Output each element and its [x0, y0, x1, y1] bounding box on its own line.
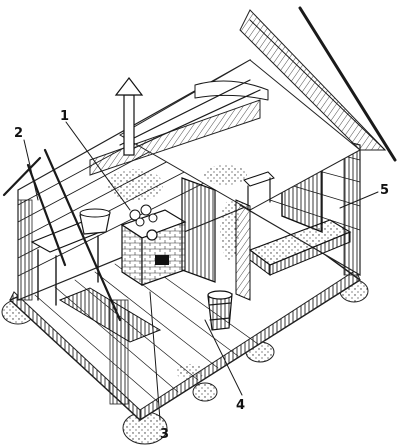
callout-5: 5: [380, 183, 389, 198]
foundation-stones: [1, 279, 369, 445]
wash-tub: [79, 208, 111, 235]
wooden-bucket: [207, 290, 233, 331]
callout-4: 4: [236, 398, 245, 413]
steam-cloud: [107, 165, 247, 201]
callout-2: 2: [14, 126, 23, 141]
roof-cutaway: [89, 6, 397, 211]
stone-heater-stove: [120, 204, 187, 287]
steam-bench-shelf: [248, 219, 352, 276]
partition-wall: [181, 177, 251, 301]
callout-1: 1: [60, 109, 69, 124]
callout-3: 3: [160, 427, 169, 442]
dressing-bench: [58, 287, 162, 343]
callout-leader-lines: [23, 121, 379, 421]
ground-stipple: [176, 200, 240, 380]
steam-room-stool: [243, 171, 275, 211]
ridge-beams: [119, 79, 261, 151]
chimney: [114, 77, 144, 156]
heater-stones: [129, 204, 158, 227]
